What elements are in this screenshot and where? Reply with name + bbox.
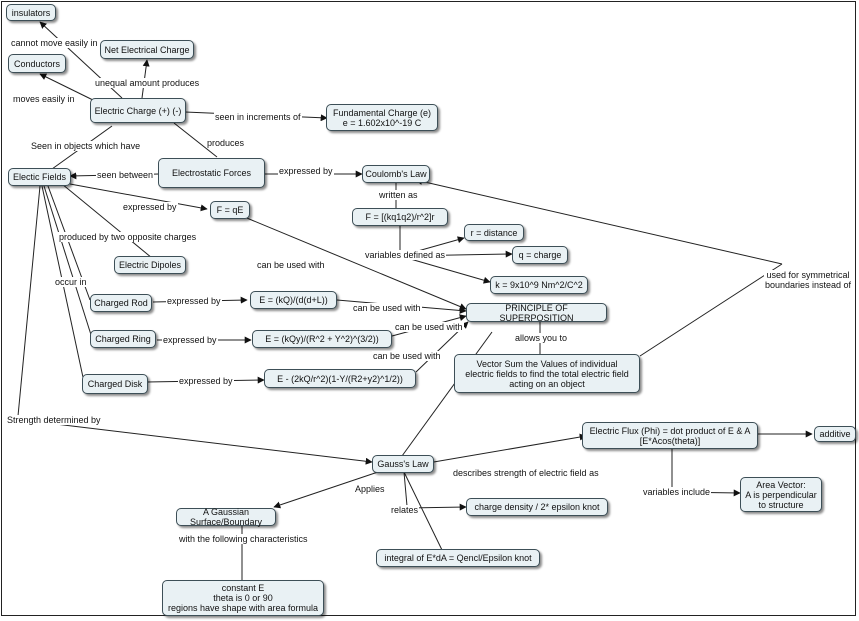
link [61, 183, 153, 259]
label-produced-by: produced by two opposite charges [58, 232, 198, 242]
link [401, 331, 493, 457]
label-occur-in: occur in [54, 277, 88, 287]
label-can-be-used-with-2: can be used with [352, 303, 422, 313]
node-conductors[interactable]: Conductors [8, 54, 66, 73]
label-seen-in-objects: Seen in objects which have [30, 141, 142, 151]
link [21, 419, 373, 465]
link [639, 263, 783, 357]
label-relates: relates [390, 505, 420, 515]
node-charge-density[interactable]: charge density / 2* epsilon knot [466, 498, 608, 516]
node-gauss-law[interactable]: Gauss's Law [372, 455, 434, 473]
label-following-characteristics: with the following characteristics [178, 534, 309, 544]
label-used-for-symmetrical: used for symmetrical boundaries instead … [764, 270, 853, 290]
link [17, 185, 41, 417]
node-k-value[interactable]: k = 9x10^9 Nm^2/C^2 [490, 276, 588, 294]
node-superposition[interactable]: PRINCIPLE OF SUPERPOSITION [466, 303, 607, 323]
node-electric-charge[interactable]: Electric Charge (+) (-) [90, 98, 186, 123]
link [43, 185, 93, 339]
label-can-be-used-with-3: can be used with [394, 322, 464, 332]
label-expressed-by-5: expressed by [178, 376, 234, 386]
label-cannot-move: cannot move easily in [10, 38, 99, 48]
node-ring-formula[interactable]: E = (kQy)/(R^2 + Y^2)^(3/2)) [252, 330, 392, 348]
node-vector-sum[interactable]: Vector Sum the Values of individual elec… [454, 354, 640, 393]
label-unequal-amount: unequal amount produces [94, 78, 201, 88]
link [69, 183, 208, 212]
label-allows-you-to: allows you to [514, 333, 569, 343]
node-electric-flux[interactable]: Electric Flux (Phi) = dot product of E &… [582, 422, 758, 449]
label-produces: produces [206, 138, 246, 148]
label-written-as: written as [378, 190, 419, 200]
node-additive[interactable]: additive [814, 426, 856, 442]
node-f-qe[interactable]: F = qE [210, 201, 250, 219]
link [403, 471, 408, 507]
node-disk-formula[interactable]: E - (2kQ/r^2)(1-Y/(R2+y2)^1/2)) [264, 369, 416, 388]
label-variables-include: variables include [642, 487, 712, 497]
node-electric-dipoles[interactable]: Electric Dipoles [114, 256, 186, 274]
link [173, 122, 218, 158]
node-gaussian-surface[interactable]: A Gaussian Surface/Boundary [176, 507, 276, 527]
node-electrostatic-forces[interactable]: Electrostatic Forces [158, 158, 265, 188]
node-q-charge[interactable]: q = charge [512, 246, 568, 264]
node-integral[interactable]: integral of E*dA = Qencl/Epsilon knot [376, 549, 540, 567]
link [273, 471, 379, 509]
label-variables-defined: variables defined as [364, 250, 447, 260]
node-electric-fields[interactable]: Electic Fields [8, 168, 71, 186]
label-describes-strength: describes strength of electric field as [452, 468, 600, 478]
node-charged-rod[interactable]: Charged Rod [90, 294, 152, 312]
node-coulomb-formula[interactable]: F = [(kq1q2)/r^2]r [352, 208, 448, 226]
link [421, 433, 587, 465]
label-moves-easily: moves easily in [12, 94, 76, 104]
node-coulombs-law[interactable]: Coulomb's Law [362, 165, 430, 183]
label-can-be-used-with-1: can be used with [256, 260, 326, 270]
node-net-electrical-charge[interactable]: Net Electrical Charge [100, 40, 194, 59]
label-expressed-by-3: expressed by [166, 296, 222, 306]
link [39, 73, 98, 103]
label-expressed-by-2: expressed by [122, 202, 178, 212]
node-r-distance[interactable]: r = distance [464, 224, 524, 241]
node-insulators[interactable]: insulators [6, 4, 56, 21]
node-area-vector[interactable]: Area Vector: A is perpendicular to struc… [740, 477, 822, 512]
label-can-be-used-with-4: can be used with [372, 351, 442, 361]
link [241, 215, 467, 310]
link [415, 177, 783, 265]
label-seen-increments: seen in increments of [214, 112, 302, 122]
link [403, 471, 443, 551]
label-seen-between: seen between [96, 170, 155, 180]
node-charged-disk[interactable]: Charged Disk [82, 374, 148, 394]
link [399, 255, 491, 284]
node-fundamental-charge[interactable]: Fundamental Charge (e) e = 1.602x10^-19 … [326, 104, 438, 131]
label-expressed-by-4: expressed by [162, 335, 218, 345]
label-applies: Applies [354, 484, 386, 494]
node-rod-formula[interactable]: E = (kQ)/(d(d+L)) [250, 291, 337, 309]
node-charged-ring[interactable]: Charged Ring [90, 330, 156, 348]
label-expressed-by-1: expressed by [278, 166, 334, 176]
node-constant-e[interactable]: constant E theta is 0 or 90 regions have… [162, 580, 324, 616]
label-strength-determined: Strength determined by [6, 415, 102, 425]
